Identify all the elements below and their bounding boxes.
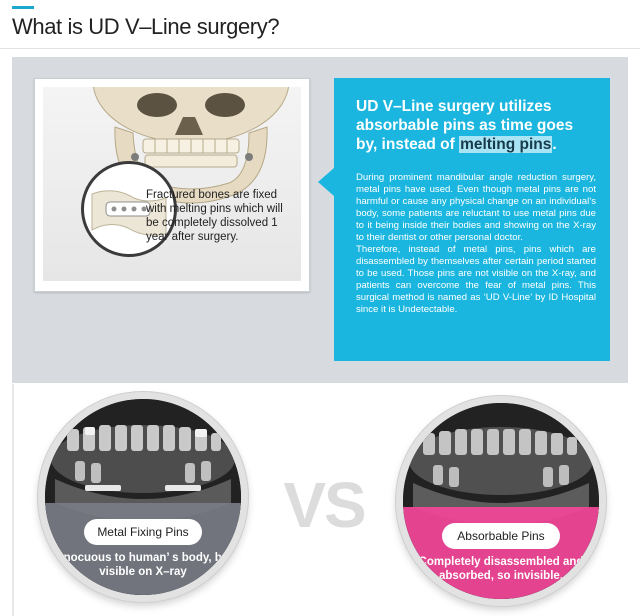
metal-pins-label: Metal Fixing Pins (84, 519, 202, 545)
comparison-left-edge (12, 384, 14, 616)
title-divider (0, 48, 640, 49)
headline-text: UD V–Line surgery utilizes absorbable pi… (356, 98, 574, 153)
title-accent-line (12, 6, 34, 9)
bone-closeup-icon (81, 161, 177, 257)
page-title: What is UD V–Line surgery? (12, 14, 280, 39)
headline-end: . (552, 136, 557, 153)
info-box-pointer (318, 168, 334, 196)
vs-label: VS (283, 469, 366, 541)
absorbable-pins-xray: Absorbable Pins Completely disassembled … (396, 396, 606, 606)
metal-pins-band (45, 503, 241, 595)
photo-card (34, 78, 310, 292)
absorbable-pins-band (403, 507, 599, 599)
metal-pins-caption: Innocuous to human’ s body, but visible … (53, 552, 233, 578)
bone-caption: Fractured bones are fixed with melting p… (146, 189, 283, 243)
info-paragraph-1: During prominent mandibular angle reduct… (356, 172, 596, 243)
info-body: During prominent mandibular angle reduct… (356, 172, 596, 316)
absorbable-pins-label: Absorbable Pins (442, 523, 560, 549)
skull-illustration (43, 87, 301, 281)
absorbable-pins-caption: Completely disassembled and absorbed, so… (418, 556, 584, 582)
headline-highlight: melting pins (459, 136, 553, 153)
info-paragraph-2: Therefore, instead of metal pins, pins w… (356, 244, 596, 315)
metal-pins-xray: Metal Fixing Pins Innocuous to human’ s … (38, 392, 248, 602)
info-box (334, 78, 610, 361)
info-headline: UD V–Line surgery utilizes absorbable pi… (356, 97, 596, 154)
